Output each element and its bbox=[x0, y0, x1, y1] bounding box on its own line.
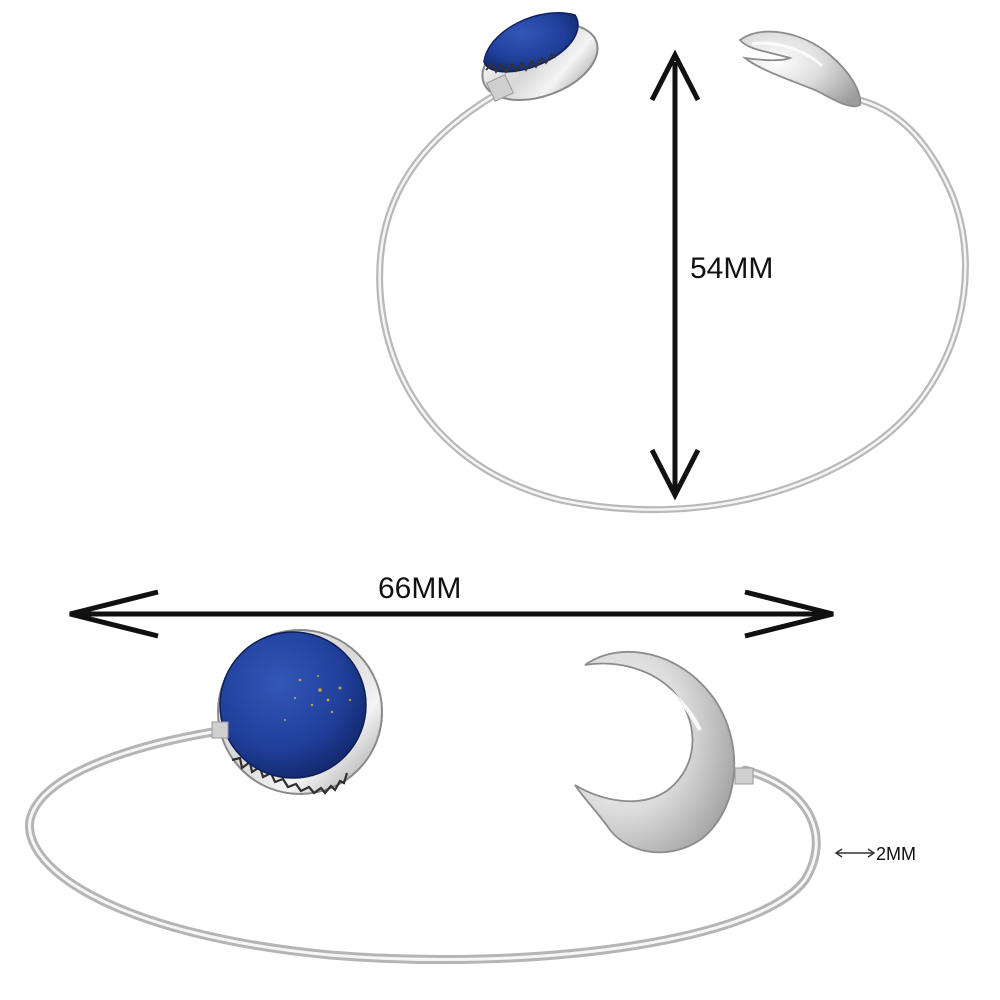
top-stone-setting bbox=[481, 12, 599, 102]
top-wire-highlight bbox=[378, 93, 967, 511]
top-bezel-serration bbox=[485, 52, 556, 74]
width-dimension-arrow: 66MM bbox=[69, 572, 834, 639]
top-moon-setting bbox=[738, 30, 862, 108]
lapis-stone-icon bbox=[219, 631, 367, 779]
top-view-bracelet bbox=[376, 12, 969, 514]
wire-thickness-indicator: 2MM bbox=[834, 844, 916, 864]
pyrite-flecks bbox=[284, 675, 352, 721]
height-label: 54MM bbox=[690, 252, 773, 285]
crescent-moon-icon bbox=[738, 30, 862, 108]
wire-label: 2MM bbox=[876, 844, 916, 864]
front-moon-setting bbox=[574, 651, 754, 854]
front-bezel-serration bbox=[231, 756, 349, 795]
front-wire-highlight bbox=[28, 728, 818, 962]
front-stone-setting bbox=[211, 629, 383, 795]
height-dimension-arrow: 54MM bbox=[649, 49, 773, 501]
front-view-bracelet bbox=[25, 629, 821, 965]
width-label: 66MM bbox=[378, 572, 461, 605]
